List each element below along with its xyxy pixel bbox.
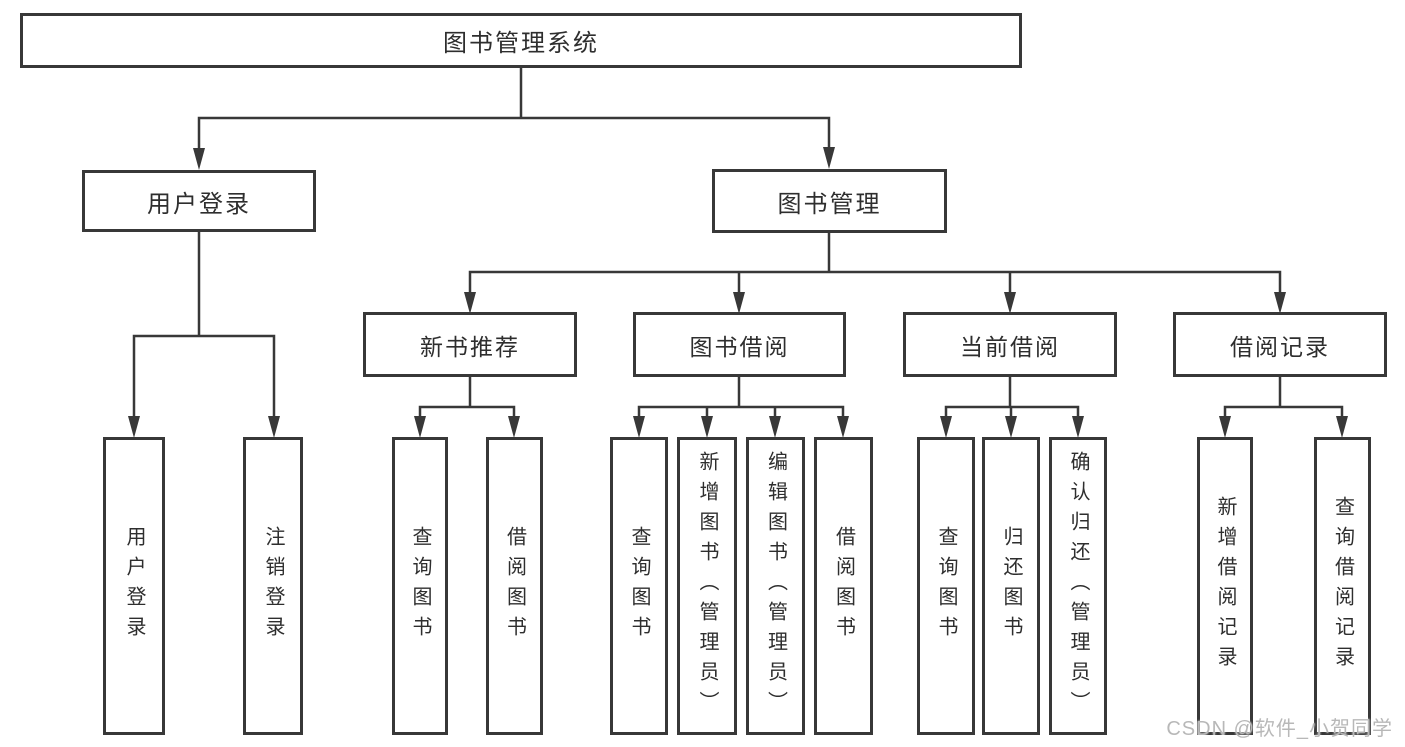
- node-user-login-label: 用户登录: [147, 190, 251, 218]
- node-new-book-recommend: 新书推荐: [363, 312, 577, 377]
- node-borrowing-records-label: 借阅记录: [1230, 333, 1330, 360]
- node-library-system: 图书管理系统: [20, 13, 1022, 68]
- leaf-query-book-current-label: 查询图书: [935, 526, 957, 646]
- node-book-borrowing-label: 图书借阅: [689, 333, 790, 360]
- leaf-edit-book-admin: 编辑图书（管理员）: [746, 437, 805, 735]
- csdn-watermark: CSDN @软件_小贺同学: [1166, 718, 1393, 740]
- node-borrowing-records: 借阅记录: [1173, 312, 1387, 377]
- leaf-logout: 注销登录: [243, 437, 303, 735]
- leaf-query-book-borrowing-label: 查询图书: [628, 526, 650, 646]
- node-current-borrowing-label: 当前借阅: [960, 333, 1060, 360]
- leaf-query-borrow-record-label: 查询借阅记录: [1331, 496, 1354, 676]
- node-new-book-recommend-label: 新书推荐: [420, 333, 520, 360]
- node-book-management-label: 图书管理: [777, 190, 882, 218]
- node-book-borrowing: 图书借阅: [633, 312, 846, 377]
- leaf-query-book-recommend: 查询图书: [392, 437, 448, 735]
- leaf-return-book-label: 归还图书: [1000, 526, 1022, 646]
- leaf-user-login: 用户登录: [103, 437, 165, 735]
- leaf-query-book-recommend-label: 查询图书: [409, 526, 431, 646]
- leaf-borrow-book-borrowing-label: 借阅图书: [832, 526, 855, 646]
- node-book-management: 图书管理: [712, 169, 947, 233]
- leaf-query-borrow-record: 查询借阅记录: [1314, 437, 1371, 735]
- leaf-add-book-admin: 新增图书（管理员）: [677, 437, 737, 735]
- leaf-borrow-book-borrowing: 借阅图书: [814, 437, 873, 735]
- leaf-logout-label: 注销登录: [262, 526, 284, 646]
- leaf-borrow-book-recommend-label: 借阅图书: [503, 526, 526, 646]
- leaf-edit-book-admin-label: 编辑图书（管理员）: [764, 451, 787, 721]
- leaf-add-book-admin-label: 新增图书（管理员）: [696, 451, 718, 721]
- leaf-add-borrow-record-label: 新增借阅记录: [1214, 496, 1236, 676]
- node-user-login: 用户登录: [82, 170, 316, 232]
- leaf-confirm-return-admin-label: 确认归还（管理员）: [1067, 451, 1089, 721]
- leaf-borrow-book-recommend: 借阅图书: [486, 437, 543, 735]
- node-library-system-label: 图书管理系统: [443, 30, 599, 57]
- leaf-query-book-borrowing: 查询图书: [610, 437, 668, 735]
- leaf-user-login-label: 用户登录: [123, 526, 145, 646]
- leaf-confirm-return-admin: 确认归还（管理员）: [1049, 437, 1107, 735]
- leaf-add-borrow-record: 新增借阅记录: [1197, 437, 1253, 735]
- leaf-return-book: 归还图书: [982, 437, 1040, 735]
- leaf-query-book-current: 查询图书: [917, 437, 975, 735]
- node-current-borrowing: 当前借阅: [903, 312, 1117, 377]
